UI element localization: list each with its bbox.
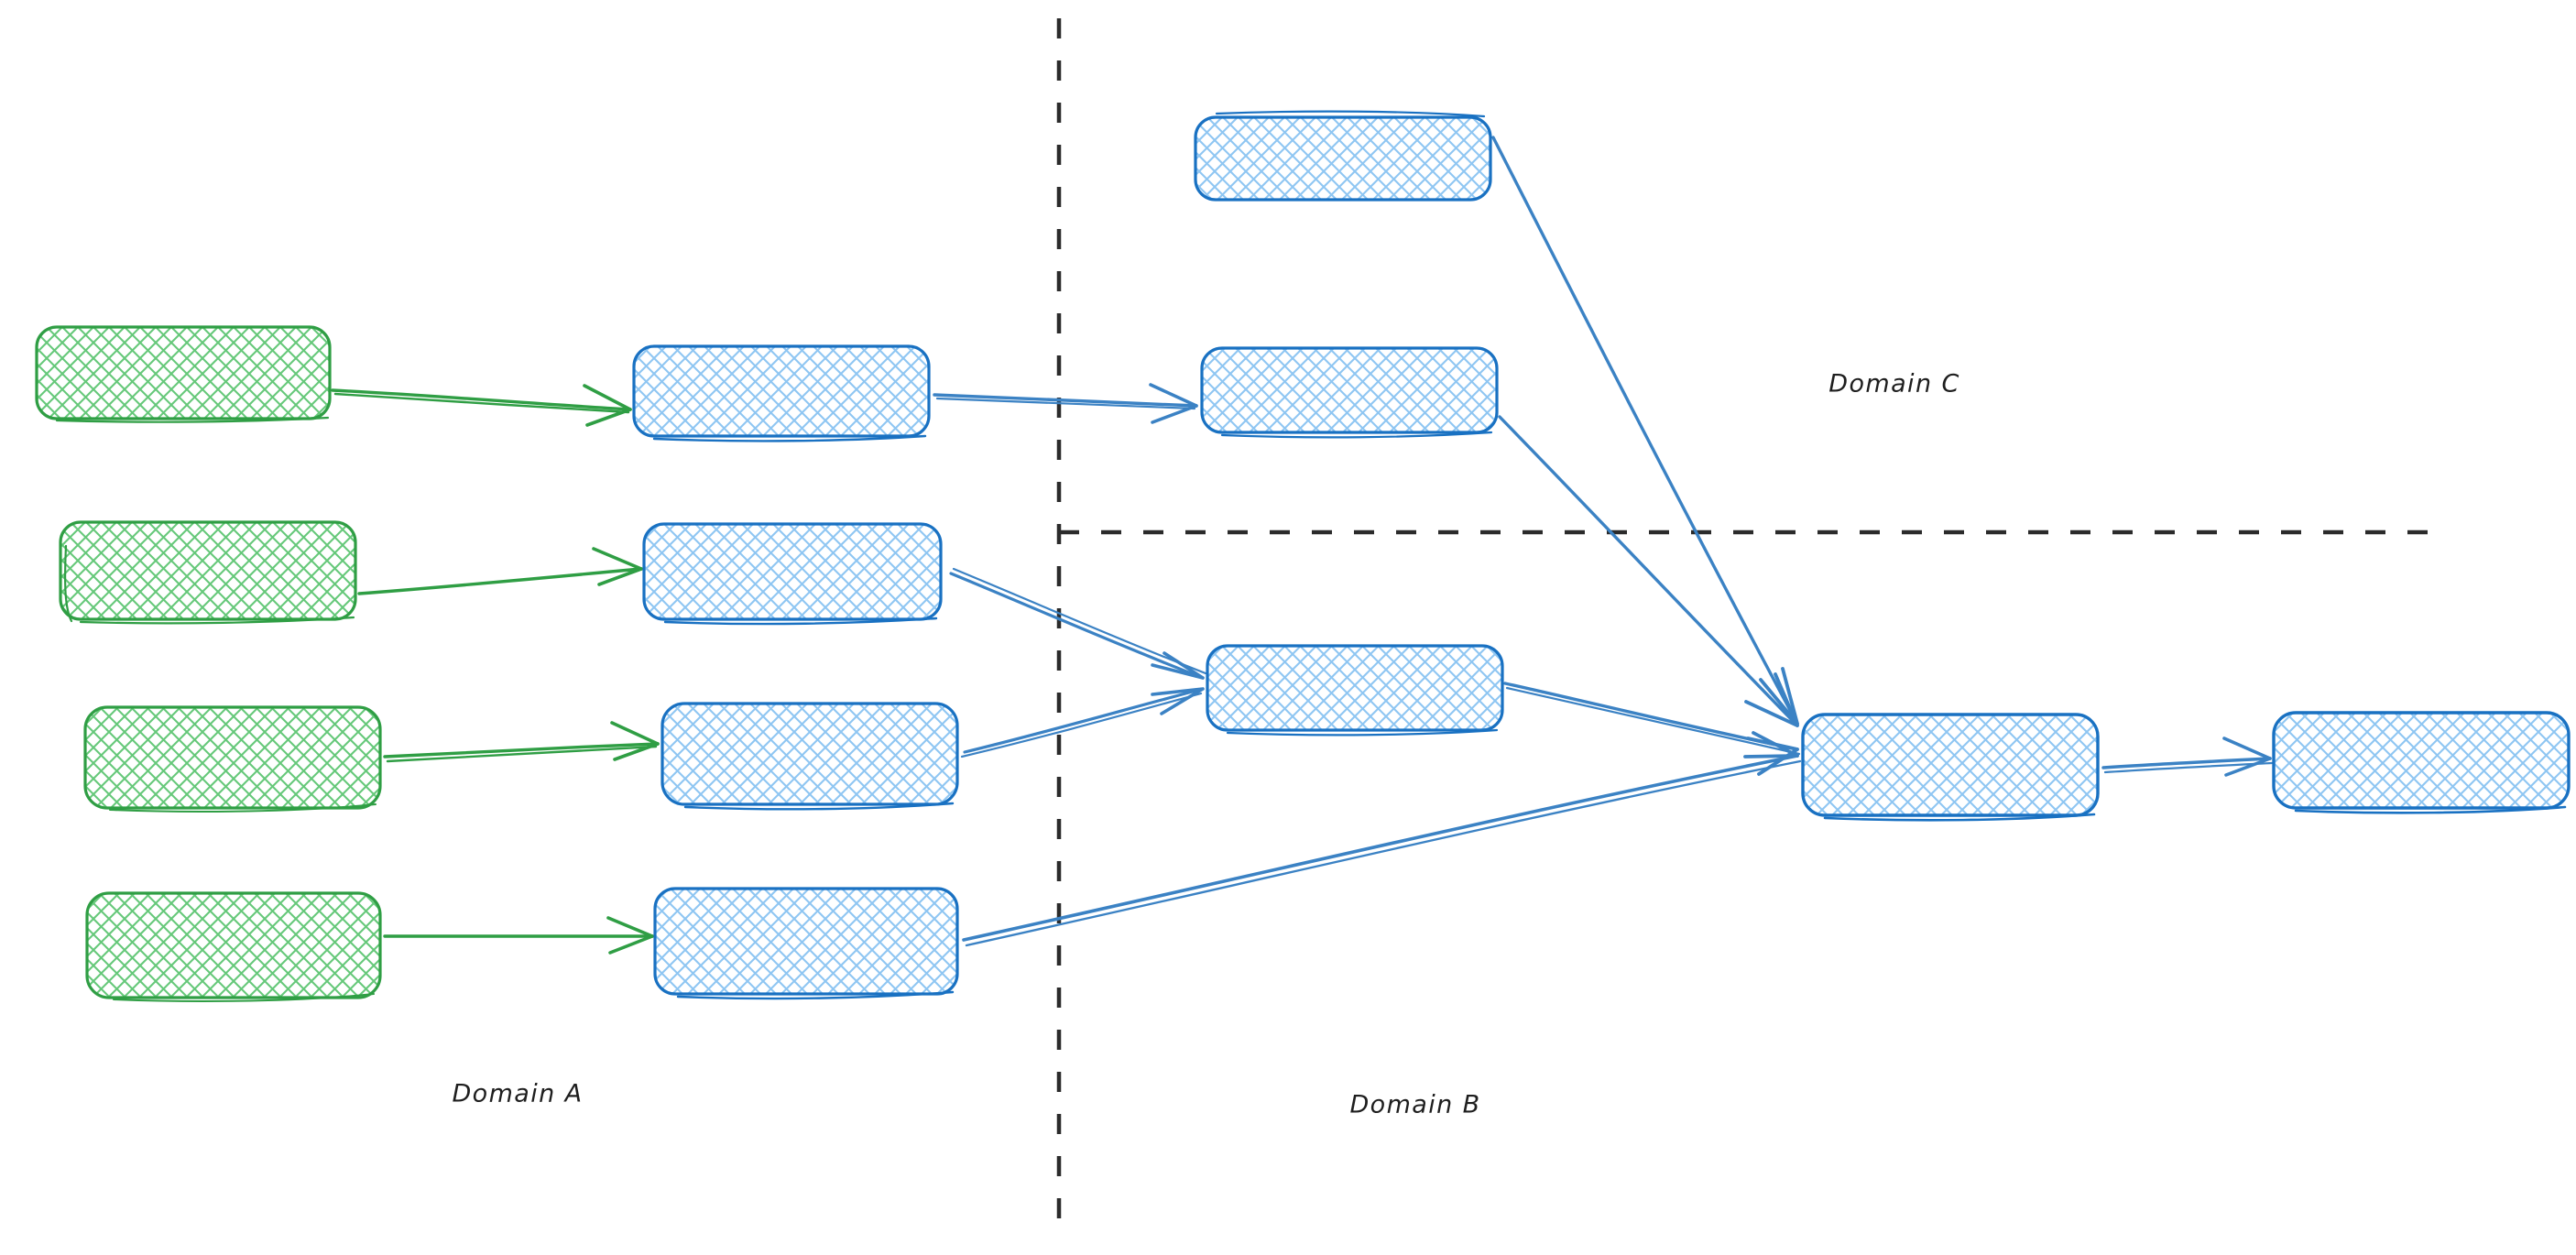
edge-bmid-to-hub (1498, 415, 1799, 727)
edge-a4-to-hub (962, 731, 1802, 947)
edge-blow-to-hub (1503, 682, 1801, 776)
edge-a1-to-bmid (933, 383, 1198, 424)
edge-g3-to-a3 (383, 721, 660, 763)
blue-node-b-low[interactable] (1206, 644, 1504, 737)
edge-btop-to-hub (1491, 136, 1799, 726)
green-node-2[interactable] (59, 520, 357, 625)
domain-label-layer: Domain A Domain B Domain C (452, 370, 1959, 1119)
blue-node-a3[interactable] (660, 702, 959, 811)
domain-a-label: Domain A (452, 1080, 583, 1108)
blue-node-a2[interactable] (642, 522, 943, 626)
blue-node-hub[interactable] (1801, 713, 2100, 822)
blue-node-a1[interactable] (632, 344, 931, 442)
node-layer (35, 110, 2571, 1002)
domain-c-label: Domain C (1828, 370, 1959, 398)
edge-g1-to-a1 (331, 384, 632, 427)
blue-node-output[interactable] (2272, 711, 2571, 814)
green-node-4[interactable] (85, 891, 382, 1002)
edge-g4-to-a4 (383, 916, 654, 955)
green-node-3[interactable] (83, 705, 382, 813)
edge-a3-to-blow (960, 687, 1205, 758)
domain-dividers (1056, 18, 2450, 1237)
edge-g2-to-a2 (357, 547, 643, 595)
blue-node-b-mid[interactable] (1200, 346, 1499, 439)
blue-node-a4[interactable] (653, 887, 959, 1000)
domain-b-label: Domain B (1349, 1091, 1480, 1119)
edge-a2-to-blow (949, 567, 1207, 680)
blue-node-b-top[interactable] (1194, 110, 1492, 202)
edge-layer (331, 136, 2274, 955)
green-node-1[interactable] (35, 325, 332, 423)
edge-hub-to-output (2101, 737, 2274, 777)
